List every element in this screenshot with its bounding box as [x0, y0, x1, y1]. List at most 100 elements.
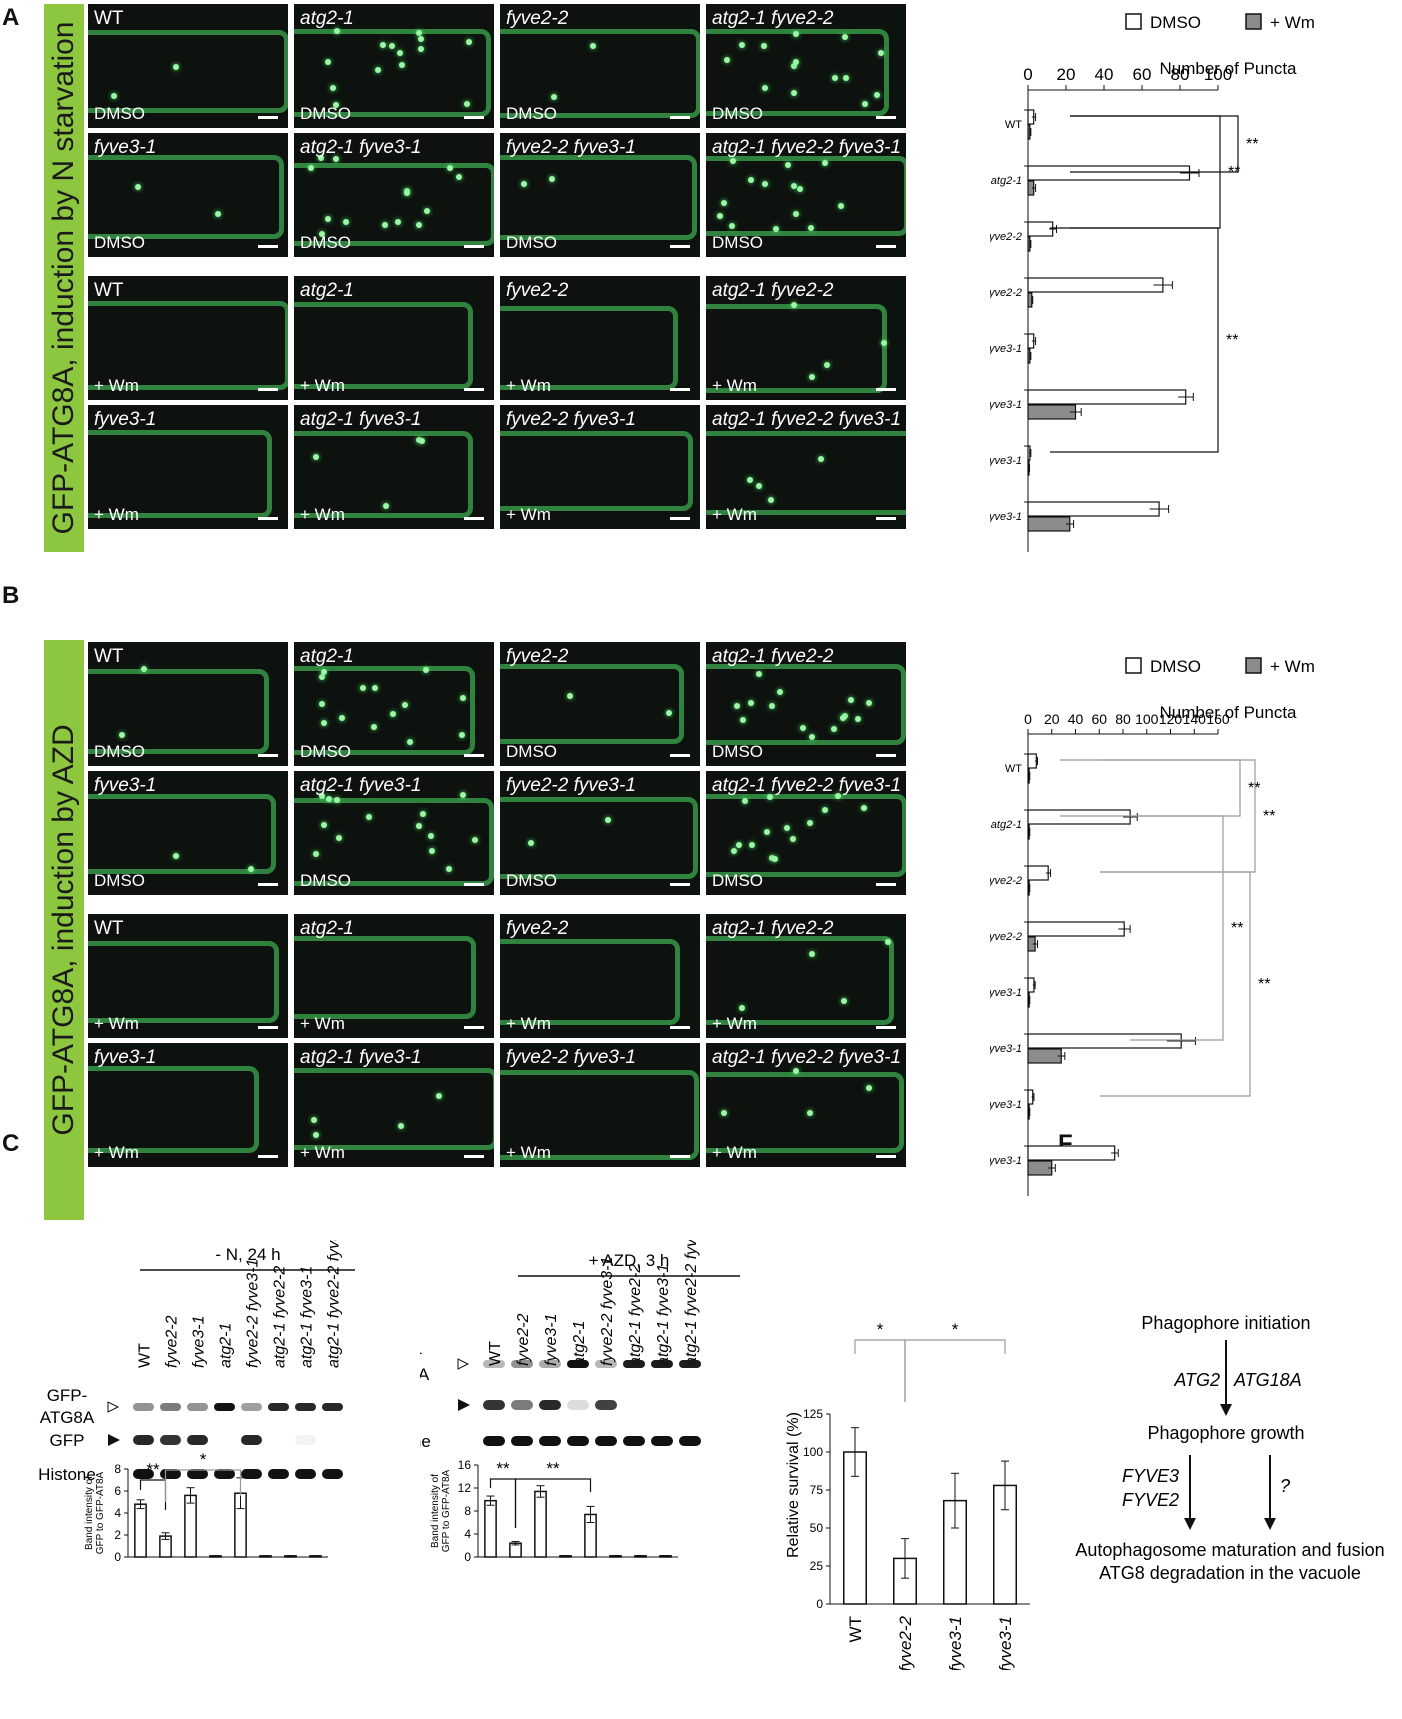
- scale-bar: [464, 245, 484, 248]
- legend-label-wm: + Wm: [1270, 13, 1315, 32]
- puncta-dot: [460, 694, 467, 701]
- band-gfp-atg8a: [595, 1360, 617, 1368]
- scale-bar: [258, 116, 278, 119]
- puncta-dot: [447, 164, 454, 171]
- row-label-histone: Histone: [420, 1432, 431, 1451]
- puncta-dot: [790, 63, 797, 70]
- puncta-dot: [823, 361, 830, 368]
- band-histone: [322, 1469, 343, 1479]
- treatment-label: DMSO: [94, 742, 145, 761]
- bar-dmso: [1027, 389, 1187, 405]
- bar: [484, 1499, 497, 1558]
- puncta-dot: [360, 685, 367, 692]
- x-tick-label: 40: [1095, 65, 1114, 84]
- puncta-dot: [338, 715, 345, 722]
- blot-c-header: - N, 24 h: [215, 1245, 280, 1264]
- puncta-dot: [835, 792, 842, 799]
- category-label: fyve2-2: [896, 1615, 915, 1670]
- scale-bar: [258, 517, 278, 520]
- significance-marker: **: [146, 1460, 160, 1479]
- band-gfp: [295, 1435, 316, 1445]
- cell-membrane: [706, 431, 906, 515]
- genotype-label: fyve2-2 fyve3-1: [506, 775, 636, 796]
- genotype-label: atg2-1 fyve2-2: [712, 8, 834, 29]
- scale-bar: [258, 388, 278, 391]
- x-tick-label: 0: [1023, 65, 1032, 84]
- micrograph-b-12: atg2-1 fyve2-2+ Wm: [706, 914, 906, 1038]
- puncta-dot: [247, 865, 254, 872]
- scale-bar: [670, 883, 690, 886]
- micrograph-a-16: atg2-1 fyve2-2 fyve3-1+ Wm: [706, 405, 906, 529]
- band-histone: [214, 1469, 235, 1479]
- genotype-label: WT: [94, 8, 124, 29]
- significance-marker: **: [1263, 808, 1275, 825]
- puncta-dot: [330, 85, 337, 92]
- cell-membrane: [706, 1072, 905, 1154]
- bar-dmso: [1027, 165, 1191, 181]
- puncta-dot: [590, 42, 597, 49]
- genotype-label: atg2-1 fyve2-2 fyve3-1: [712, 775, 902, 796]
- category-label: fyve3-1: [990, 343, 1022, 355]
- lane-label: atg2-1: [218, 1323, 235, 1368]
- puncta-dot: [821, 807, 828, 814]
- row-label-gfp-atg8a: GFP-: [420, 1343, 422, 1362]
- y-tick-label: 12: [458, 1481, 472, 1495]
- band-gfp-atg8a: [241, 1403, 262, 1411]
- step-phagophore-initiation: Phagophore initiation: [1141, 1313, 1310, 1333]
- treatment-label: DMSO: [506, 742, 557, 761]
- genotype-label: fyve2-2: [506, 8, 569, 29]
- genotype-label: atg2-1 fyve3-1: [300, 409, 422, 430]
- category-label: fyve3-1: [946, 1616, 965, 1670]
- treatment-label: + Wm: [300, 1014, 345, 1033]
- band-histone: [511, 1436, 533, 1446]
- puncta-dot: [310, 1116, 317, 1123]
- puncta-dot: [784, 161, 791, 168]
- puncta-dot: [550, 93, 557, 100]
- puncta-dot: [878, 49, 885, 56]
- puncta-dot: [567, 692, 574, 699]
- cell-membrane: [294, 798, 494, 886]
- gene-fyve3: FYVE3: [1122, 1466, 1179, 1486]
- puncta-dot: [424, 208, 431, 215]
- treatment-label: + Wm: [506, 505, 551, 524]
- puncta-dot: [860, 805, 867, 812]
- puncta-dot: [747, 476, 754, 483]
- bar-dmso: [1027, 1145, 1116, 1161]
- puncta-dot: [739, 41, 746, 48]
- puncta-dot: [460, 791, 467, 798]
- puncta-dot: [773, 226, 780, 233]
- micrograph-b-14: atg2-1 fyve3-1+ Wm: [294, 1043, 494, 1167]
- scale-bar: [464, 1026, 484, 1029]
- cell-membrane: [706, 156, 906, 237]
- y-tick-label: 4: [464, 1527, 471, 1541]
- puncta-dot: [118, 731, 125, 738]
- bar: [184, 1494, 197, 1558]
- puncta-dot: [395, 218, 402, 225]
- x-tick-label: 60: [1133, 65, 1152, 84]
- scale-bar: [258, 245, 278, 248]
- side-title-b: GFP-ATG8A, induction by AZD: [44, 640, 84, 1220]
- significance-bracket: [514, 1478, 592, 1528]
- puncta-dot: [729, 222, 736, 229]
- puncta-dot: [418, 46, 425, 53]
- lane-label: fyve2-2: [164, 1315, 181, 1368]
- scale-bar: [670, 116, 690, 119]
- puncta-dot: [321, 821, 328, 828]
- puncta-dot: [808, 734, 815, 741]
- puncta-dot: [436, 1092, 443, 1099]
- puncta-dot: [419, 810, 426, 817]
- y-tick-label: 4: [114, 1506, 121, 1520]
- genotype-label: WT: [94, 918, 124, 939]
- scale-bar: [258, 754, 278, 757]
- puncta-dot: [790, 90, 797, 97]
- significance-marker: **: [1248, 780, 1260, 797]
- category-label: atg2-1 fyve2-2: [990, 287, 1022, 299]
- genotype-label: WT: [94, 280, 124, 301]
- genotype-label: atg2-1 fyve3-1: [300, 775, 422, 796]
